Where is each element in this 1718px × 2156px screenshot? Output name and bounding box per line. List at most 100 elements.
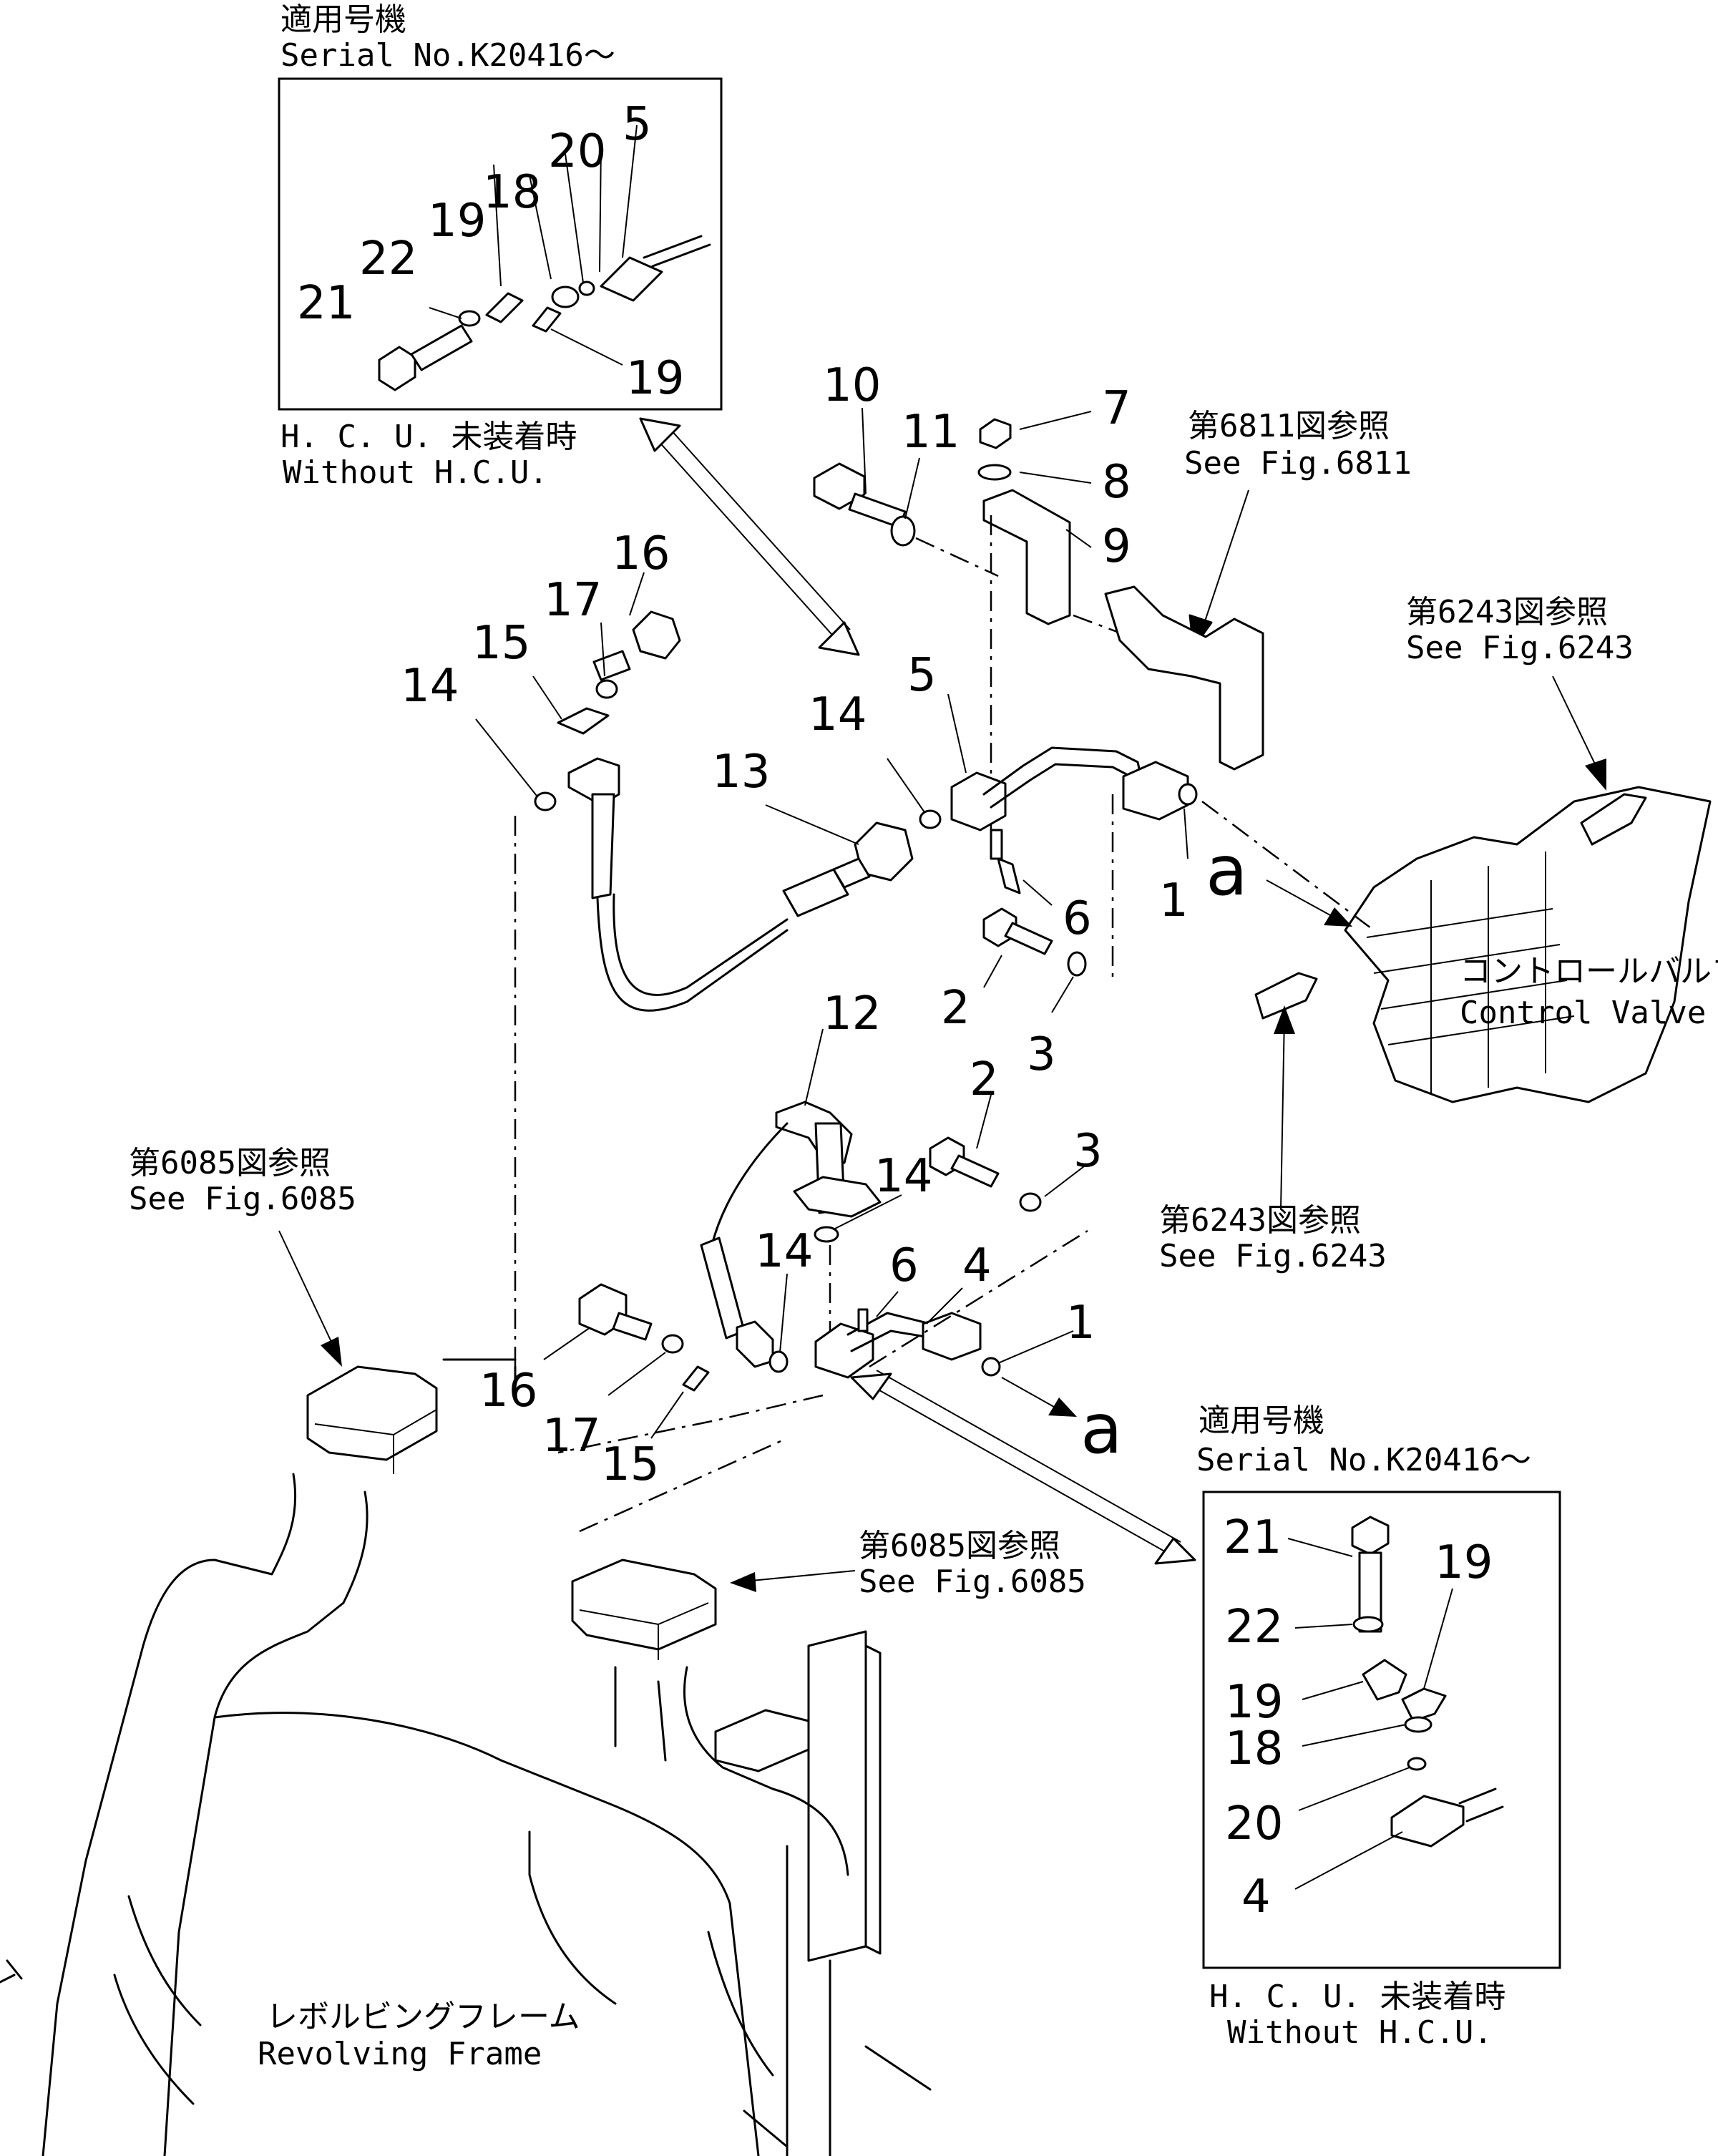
bolt-16-upper-head — [632, 610, 681, 660]
ref-6811-en: See Fig.6811 — [1184, 445, 1412, 482]
num-8: 8 — [1102, 456, 1131, 509]
num-16-upper: 16 — [612, 527, 670, 580]
control-valve-jp: コントロールバルブ — [1460, 953, 1718, 990]
oring-14-lower-a — [814, 1226, 839, 1243]
hose-12-lower-flange — [736, 1320, 774, 1368]
inset-top-num-18: 18 — [483, 166, 541, 219]
num-14-lower-a: 14 — [874, 1150, 932, 1203]
inset-top-bolt — [378, 324, 473, 391]
ref-6085-mid-jp: 第6085図参照 — [859, 1528, 1060, 1564]
inset-top-num-22: 22 — [359, 233, 417, 286]
inset-bottom-washer — [1352, 1616, 1384, 1633]
ref-6811-jp: 第6811図参照 — [1188, 408, 1390, 444]
elbow-6-upper — [990, 829, 1021, 894]
tube-4-flange-left — [814, 1322, 874, 1379]
bolt-16-lower-shank — [612, 1312, 653, 1341]
num-1-lower: 1 — [1066, 1297, 1095, 1350]
oring-14-mid — [919, 809, 942, 829]
upper-hose-group: 16 17 15 14 13 14 — [401, 527, 942, 1367]
num-3-lower: 3 — [1073, 1125, 1103, 1178]
inset-bottom-num-19: 19 — [1435, 1536, 1493, 1589]
inset-top-oring — [578, 281, 595, 296]
num-17-lower: 17 — [542, 1410, 600, 1463]
inset-bottom-clamp-half-2 — [1401, 1687, 1447, 1722]
tube-5-flange-left — [950, 771, 1007, 831]
ref-fig-6243-bottom: 第6243図参照 See Fig.6243 — [1159, 1005, 1387, 1274]
ref-6085-left-en: See Fig.6085 — [129, 1181, 356, 1217]
ref-6085-left-jp: 第6085図参照 — [129, 1145, 331, 1181]
num-7: 7 — [1102, 382, 1131, 435]
elbow-6-lower — [857, 1308, 869, 1332]
ref-6243-bottom-en: See Fig.6243 — [1159, 1238, 1387, 1274]
num-17-upper: 17 — [544, 574, 602, 627]
inset-bottom-num-19b: 19 — [1225, 1676, 1283, 1729]
num-15-upper: 15 — [472, 617, 530, 670]
bolt-10-head — [813, 462, 866, 510]
inset-top-link-arrow — [639, 417, 860, 656]
control-valve-body — [1344, 786, 1712, 1103]
bracket-9 — [982, 489, 1071, 625]
inset-bottom-num-22: 22 — [1225, 1601, 1283, 1654]
inset-top: 適用号機 Serial No.K20416～ 21 22 19 18 20 5 … — [278, 1, 723, 491]
tube-5-group: 5 6 1 2 3 a — [907, 649, 1375, 1081]
inset-top-caption-jp: H. C. U. 未装着時 — [280, 419, 577, 455]
ref-fig-6811: 第6811図参照 See Fig.6811 — [1104, 408, 1412, 771]
inset-top-caption-en: Without H.C.U. — [283, 454, 548, 491]
washer-17-upper — [595, 679, 618, 699]
fig-6811-bracket-outline — [1104, 585, 1264, 771]
marker-a-upper: a — [1206, 831, 1248, 911]
oring-14-upper — [534, 791, 557, 811]
inset-bottom-clamp-half — [1362, 1659, 1407, 1701]
inset-top-serial-jp: 適用号機 — [280, 1, 406, 38]
marker-a-lower: a — [1080, 1389, 1123, 1469]
inset-top-washer — [458, 310, 481, 327]
inset-bottom-bolt-shank — [1358, 1551, 1382, 1633]
valve-fitting-bottom — [1254, 972, 1318, 1020]
oring-14-lower-b — [768, 1350, 789, 1373]
inset-bottom-num-21: 21 — [1224, 1511, 1282, 1564]
inset-bottom-tube-flange — [1390, 1795, 1465, 1848]
control-valve-en: Control Valve — [1460, 995, 1706, 1031]
inset-bottom-num-18: 18 — [1225, 1722, 1283, 1775]
control-valve: コントロールバルブ Control Valve — [1254, 786, 1718, 1103]
revolving-frame: レボルビングフレーム Revolving Frame — [0, 1358, 932, 2156]
washer-17-lower — [661, 1334, 684, 1354]
bolt-2-upper-shank — [1004, 922, 1053, 955]
inset-top-num-5: 5 — [623, 98, 652, 151]
inset-top-box — [278, 77, 723, 411]
inset-bottom-serial-en: Serial No.K20416～ — [1196, 1442, 1531, 1478]
lower-group: 12 2 3 14 14 6 4 1 16 17 15 a — [479, 987, 1123, 1491]
num-2-lower: 2 — [970, 1053, 999, 1106]
num-14-lower-b: 14 — [755, 1225, 813, 1278]
mount-block-left — [306, 1365, 438, 1461]
ref-6243-top-jp: 第6243図参照 — [1406, 594, 1608, 630]
inset-bottom-bolt-head — [1351, 1516, 1390, 1556]
ref-6085-mid-en: See Fig.6085 — [859, 1564, 1086, 1600]
inset-bottom-caption-en: Without H.C.U. — [1227, 2014, 1493, 2051]
inset-top-serial-en: Serial No.K20416～ — [280, 37, 615, 74]
num-6-upper: 6 — [1063, 892, 1092, 945]
num-11: 11 — [902, 406, 960, 459]
inset-bottom-oring — [1407, 1757, 1427, 1771]
num-13: 13 — [712, 746, 770, 799]
num-1-upper: 1 — [1159, 874, 1189, 927]
inset-top-num-19: 19 — [428, 195, 486, 248]
inset-bottom-serial-jp: 適用号機 — [1199, 1403, 1324, 1439]
num-12: 12 — [823, 987, 881, 1040]
bracket-assembly: 10 11 7 8 9 — [813, 359, 1160, 837]
tube-5-flange-right — [1122, 761, 1189, 821]
washer-3-lower — [1019, 1192, 1042, 1212]
ref-fig-6085-left: 第6085図参照 See Fig.6085 — [129, 1145, 356, 1367]
inset-bottom: 適用号機 Serial No.K20416～ 21 19 22 19 18 20… — [1196, 1403, 1561, 2051]
revolving-frame-jp: レボルビングフレーム — [266, 1999, 580, 2035]
num-9: 9 — [1102, 520, 1131, 573]
inset-top-num-21: 21 — [297, 277, 355, 330]
num-14-upper: 14 — [401, 660, 459, 713]
inset-top-tube-flange — [600, 256, 663, 302]
inset-top-num-20: 20 — [548, 125, 606, 178]
inset-top-num-19b: 19 — [626, 352, 684, 405]
ref-fig-6243-top: 第6243図参照 See Fig.6243 — [1406, 594, 1634, 791]
nut-7 — [979, 418, 1012, 449]
oring-1-lower — [981, 1357, 1001, 1377]
